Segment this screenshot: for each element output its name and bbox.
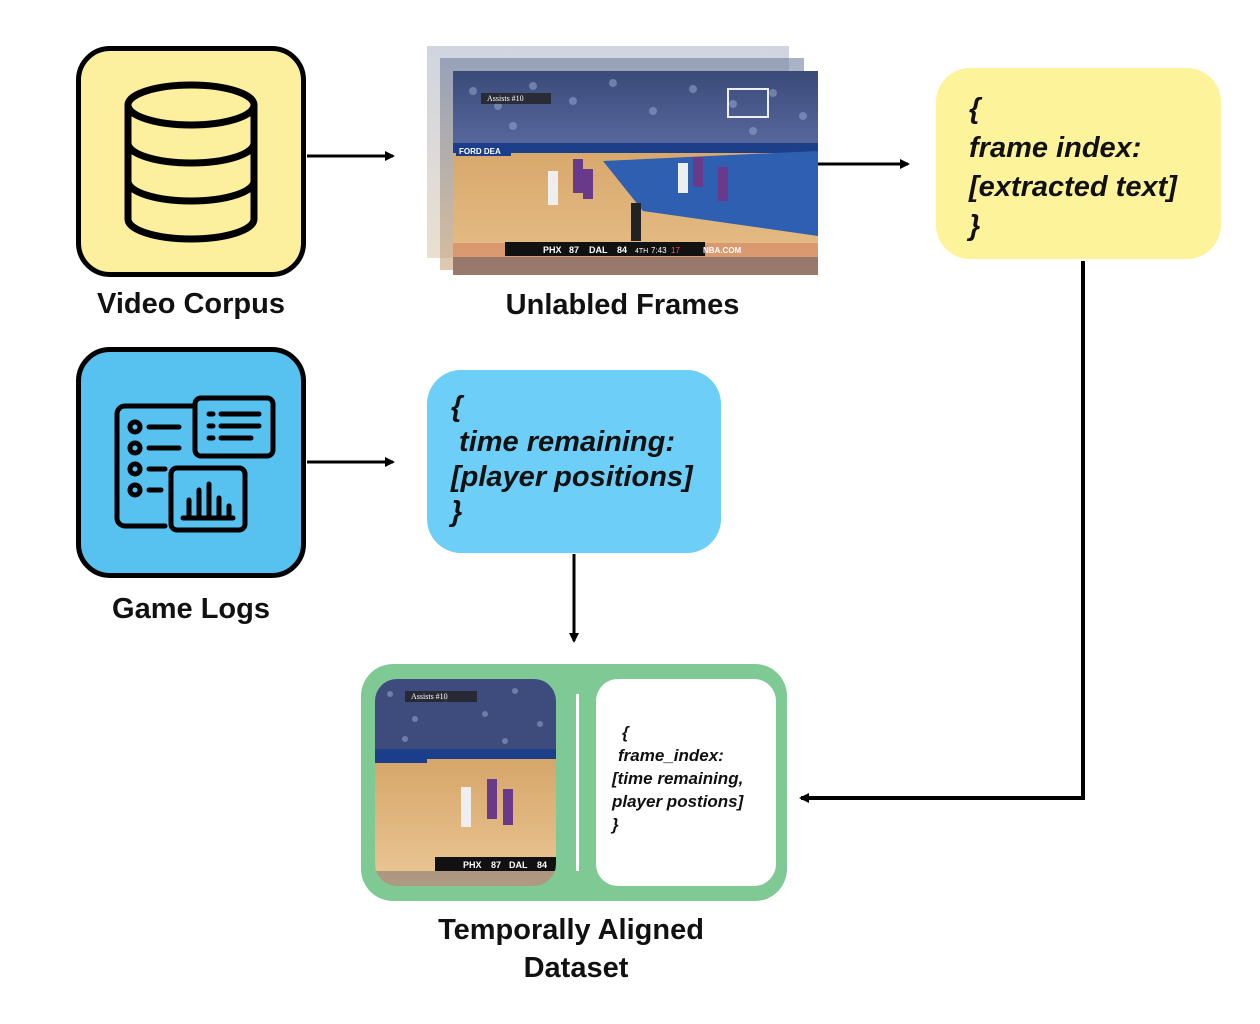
score-shot-clock: 17 [671, 246, 680, 255]
aligned-score-team-b: DAL [509, 860, 528, 870]
aligned-score-team-a: PHX [463, 860, 482, 870]
unlabeled-frames-label: Unlabled Frames [505, 289, 740, 321]
score-team-b: DAL [589, 245, 608, 255]
aligned-json-line-1: { [622, 723, 629, 742]
logs-json-line-2: time remaining: [451, 426, 675, 458]
aligned-divider [576, 694, 579, 871]
logs-json-line-4: } [451, 496, 463, 528]
aligned-dataset-box: Assists #10 PHX 87 DAL 84 { frame_index:… [361, 664, 787, 901]
frame-json-box: { frame index: [extracted text] } [936, 68, 1221, 259]
banner-text: FORD DEA [459, 147, 501, 156]
score-quarter: 4TH [635, 248, 648, 255]
aligned-dataset-label-line2: Dataset [523, 952, 629, 984]
aligned-json-line-2: frame_index: [618, 746, 724, 765]
frame-json-line-1: { [969, 93, 981, 125]
score-clock: 7:43 [651, 246, 667, 255]
aligned-dataset-label-line1: Temporally Aligned [438, 914, 704, 946]
overlay-text: Assists #10 [487, 94, 524, 103]
frame-json-line-2: frame index: [969, 132, 1142, 164]
arrow-frame-json-to-dataset [799, 261, 1085, 803]
game-logs-label: Game Logs [112, 593, 270, 625]
score-b: 84 [617, 245, 627, 255]
logs-dashboard-icon [114, 395, 276, 533]
score-team-a: PHX [543, 245, 562, 255]
aligned-overlay-text: Assists #10 [411, 692, 448, 701]
logs-json-line-1: { [451, 391, 463, 423]
logs-json-box: { time remaining: [player positions] } [427, 370, 721, 553]
video-corpus-label: Video Corpus [97, 288, 285, 320]
aligned-json-line-3: [time remaining, [612, 769, 744, 788]
network-logo: NBA.COM [703, 246, 742, 255]
aligned-json-line-5: } [612, 815, 619, 834]
aligned-score-a: 87 [491, 860, 501, 870]
game-logs-box [76, 347, 306, 578]
video-corpus-box [76, 46, 306, 277]
score-a: 87 [569, 245, 579, 255]
database-icon [124, 81, 258, 243]
basketball-frame-image: FORD DEA Assists #10 PHX 87 DAL 84 4TH 7… [453, 71, 818, 275]
aligned-score-b: 84 [537, 860, 547, 870]
logs-json-line-3: [player positions] [451, 461, 693, 493]
aligned-json-line-4: player postions] [612, 792, 744, 811]
frame-json-line-4: } [969, 210, 981, 242]
frame-json-line-3: [extracted text] [969, 171, 1177, 203]
aligned-frame-image: Assists #10 PHX 87 DAL 84 [375, 679, 556, 886]
aligned-json-card: { frame_index: [time remaining, player p… [596, 679, 776, 886]
